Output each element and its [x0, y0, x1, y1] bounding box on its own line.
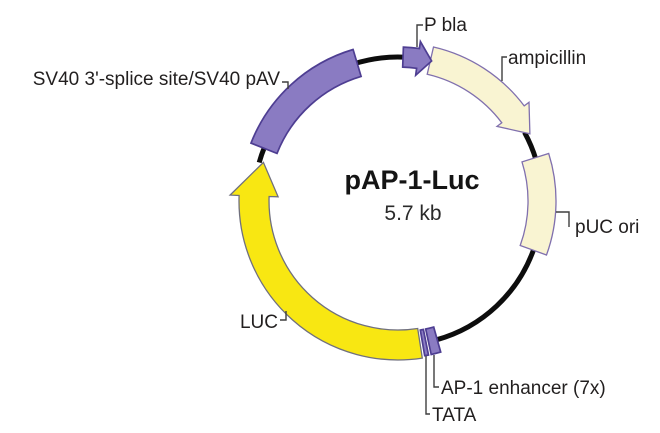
plasmid-size: 5.7 kb [384, 202, 441, 225]
leader-tata [425, 356, 430, 415]
label-puc-ori: pUC ori [575, 217, 639, 238]
segment-p-bla [401, 39, 433, 78]
label-ampicillin: ampicillin [508, 48, 586, 69]
plasmid-title: pAP-1-Luc [345, 165, 480, 195]
segment-sv40 [249, 48, 363, 155]
leader-ampicillin [501, 56, 507, 81]
backbone-arc-3 [256, 146, 267, 164]
label-luc: LUC [240, 312, 278, 333]
label-ap1-enhancer: AP-1 enhancer (7x) [441, 378, 606, 399]
leader-puc-ori [556, 211, 570, 227]
leader-ap1-enhancer [433, 355, 439, 388]
segment-puc-ori [519, 152, 557, 256]
segment-tata [419, 328, 430, 357]
leader-luc [280, 311, 287, 321]
label-tata: TATA [432, 405, 477, 426]
leader-sv40 [282, 81, 289, 89]
segment-ap1-enhancer [424, 326, 442, 356]
leader-p-bla [416, 24, 423, 47]
backbone-arc-0 [352, 54, 409, 67]
label-p-bla: P bla [424, 15, 467, 36]
segment-ampicillin [426, 46, 531, 135]
segment-luc [228, 161, 424, 361]
backbone-arc-1 [522, 131, 539, 161]
label-sv40: SV40 3'-splice site/SV40 pAV [33, 69, 281, 90]
backbone-arc-2 [435, 247, 537, 343]
